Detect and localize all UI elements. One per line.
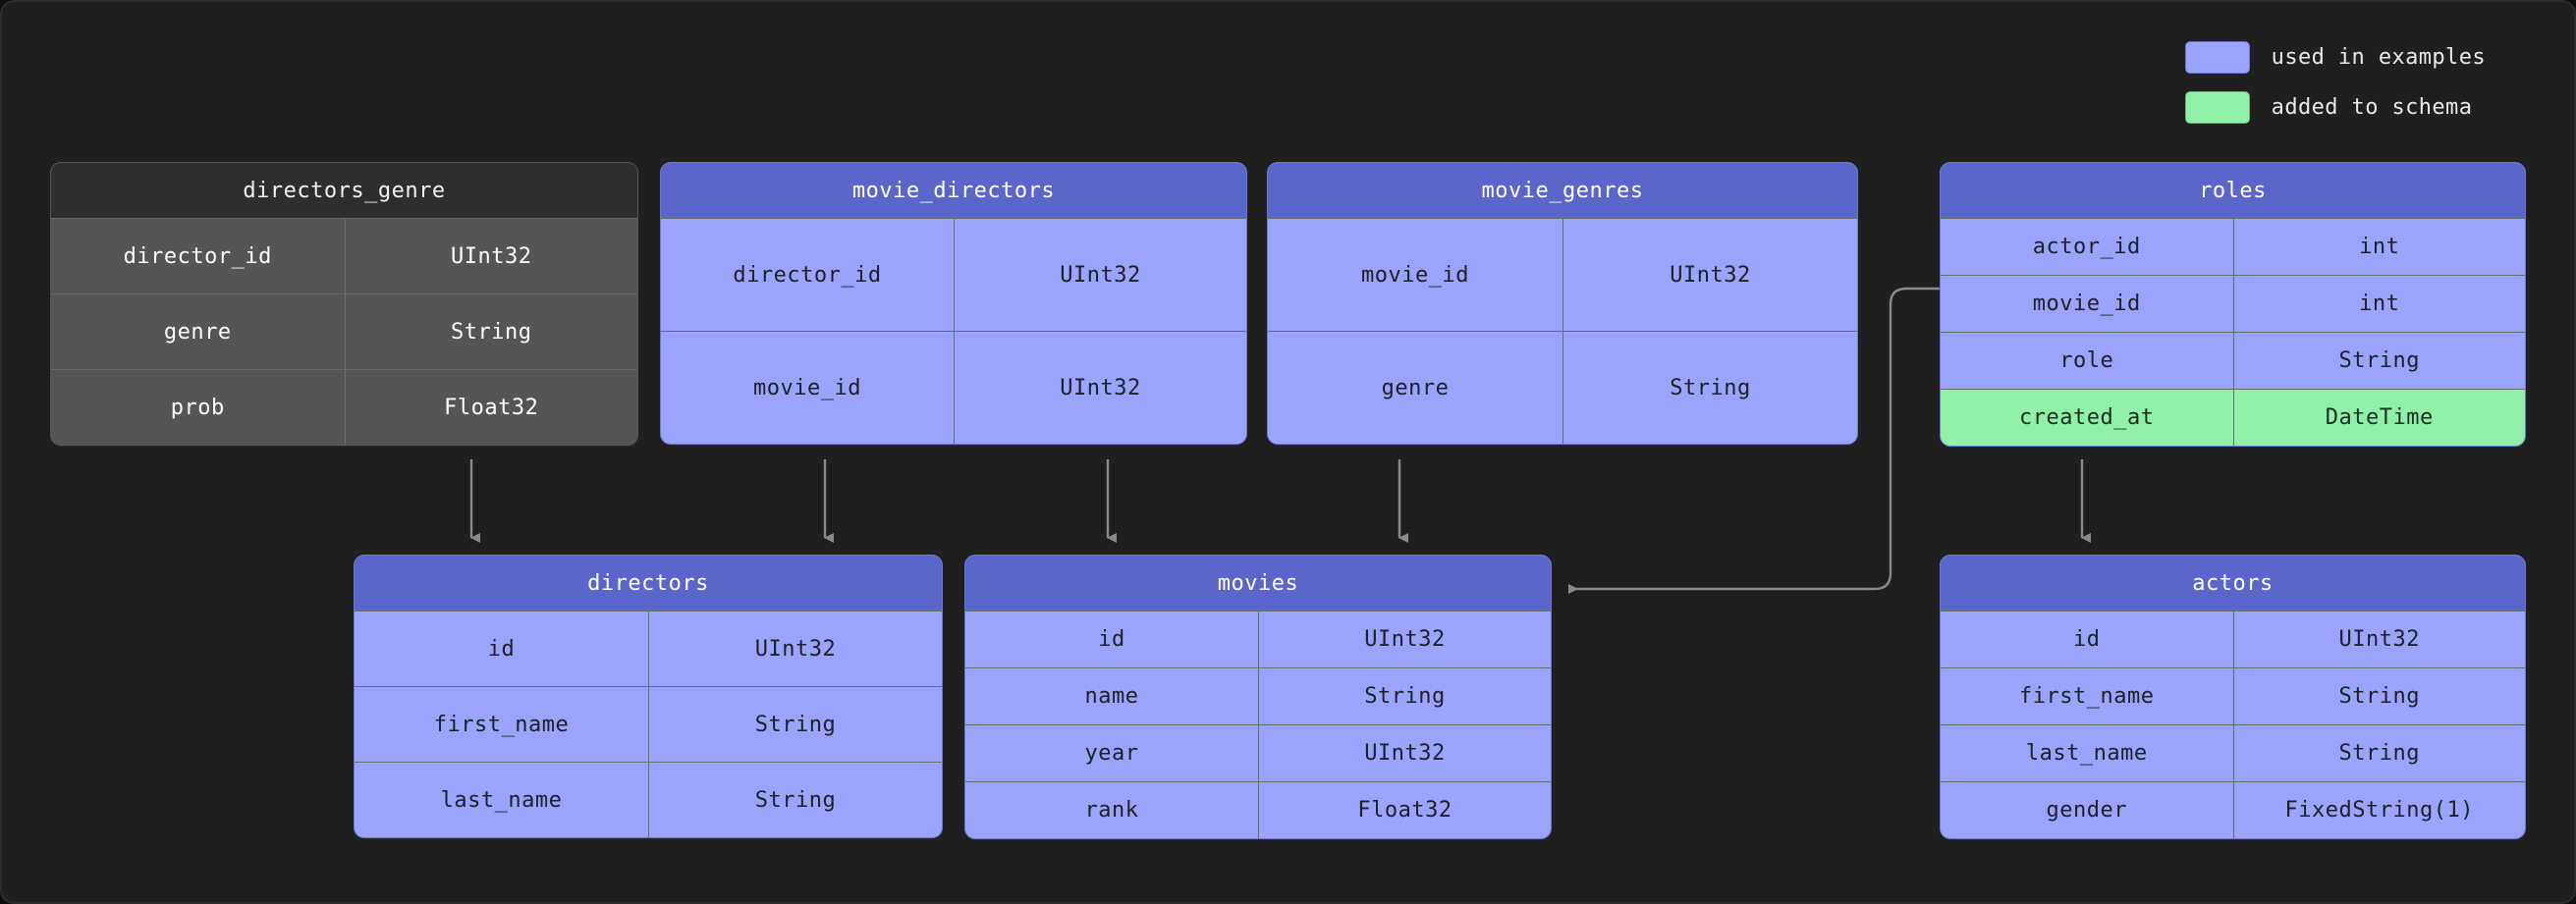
column-name: movie_id xyxy=(1268,219,1562,331)
column-name: genre xyxy=(1268,332,1562,444)
column-name: created_at xyxy=(1941,390,2233,446)
column-name: first_name xyxy=(355,687,648,762)
column-type: String xyxy=(1562,332,1857,444)
column-name: year xyxy=(965,725,1258,781)
column-name: id xyxy=(355,612,648,686)
column-type: String xyxy=(2232,333,2525,389)
column-type: Float32 xyxy=(1258,782,1551,838)
column-type: UInt32 xyxy=(954,219,1246,331)
column-type: DateTime xyxy=(2232,390,2525,446)
column-name: genre xyxy=(51,294,345,369)
column-type: String xyxy=(2232,725,2525,781)
column-type: FixedString(1) xyxy=(2232,782,2525,838)
column-name: rank xyxy=(965,782,1258,838)
column-name: name xyxy=(965,668,1258,724)
column-name: director_id xyxy=(51,219,345,293)
column-type: String xyxy=(1258,668,1551,724)
column-type: UInt32 xyxy=(1562,219,1857,331)
legend-label-added-to-schema: added to schema xyxy=(2271,95,2473,120)
entity-table-title: movies xyxy=(965,556,1551,611)
entity-table-title: movie_directors xyxy=(661,163,1246,218)
legend-item-used-in-examples: used in examples xyxy=(2184,41,2486,74)
column-type: int xyxy=(2232,219,2525,275)
column-name: last_name xyxy=(1941,725,2233,781)
entity-table-title: movie_genres xyxy=(1268,163,1857,218)
column-name: movie_id xyxy=(661,332,954,444)
legend-label-used-in-examples: used in examples xyxy=(2271,45,2486,70)
column-type: UInt32 xyxy=(2232,612,2525,667)
column-type: UInt32 xyxy=(648,612,942,686)
entity-table-title: actors xyxy=(1941,556,2525,611)
column-name: id xyxy=(1941,612,2233,667)
legend-item-added-to-schema: added to schema xyxy=(2184,91,2473,124)
column-type: UInt32 xyxy=(1258,612,1551,667)
column-name: movie_id xyxy=(1941,276,2233,332)
entity-table-title: directors xyxy=(355,556,942,611)
column-type: Float32 xyxy=(344,370,637,445)
green-swatch-icon xyxy=(2184,91,2250,124)
column-name: last_name xyxy=(355,763,648,837)
entity-table-title: roles xyxy=(1941,163,2525,218)
column-name: role xyxy=(1941,333,2233,389)
column-type: String xyxy=(648,763,942,837)
column-type: UInt32 xyxy=(1258,725,1551,781)
column-name: gender xyxy=(1941,782,2233,838)
column-type: UInt32 xyxy=(954,332,1246,444)
column-type: UInt32 xyxy=(344,219,637,293)
column-name: first_name xyxy=(1941,668,2233,724)
column-name: prob xyxy=(51,370,345,445)
legend: used in examples added to schema xyxy=(2184,41,2486,124)
column-type: String xyxy=(648,687,942,762)
column-type: String xyxy=(344,294,637,369)
column-name: director_id xyxy=(661,219,954,331)
column-type: String xyxy=(2232,668,2525,724)
edge-roles-movies xyxy=(1568,287,1940,594)
column-type: int xyxy=(2232,276,2525,332)
blue-swatch-icon xyxy=(2184,41,2250,74)
column-name: actor_id xyxy=(1941,219,2233,275)
column-name: id xyxy=(965,612,1258,667)
entity-table-title: directors_genre xyxy=(51,163,637,218)
